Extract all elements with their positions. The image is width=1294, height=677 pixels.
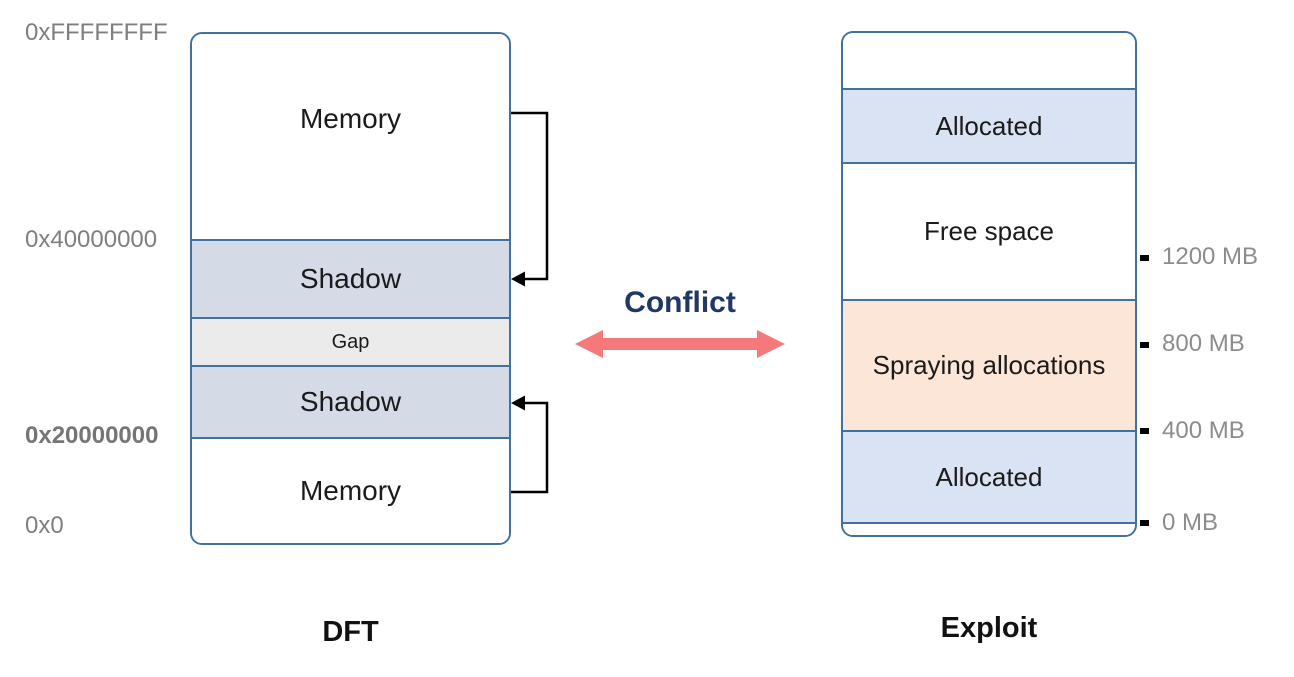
exploit-section-free-space-label: Free space (923, 216, 1055, 246)
scale-label-800mb: 800 MB (1162, 330, 1245, 357)
address-label-top: 0xFFFFFFFF (25, 19, 168, 46)
address-label-zero: 0x0 (25, 512, 64, 539)
dft-section-memory-low: Memory (192, 437, 509, 543)
scale-label-0mb: 0 MB (1162, 509, 1219, 536)
scale-label-1200mb: 1200 MB (1162, 243, 1259, 270)
address-label-shadow-top: 0x40000000 (25, 226, 158, 253)
conflict-double-arrow-icon (575, 330, 785, 358)
exploit-section-allocated-high: Allocated (843, 88, 1135, 162)
exploit-section-bottom-blank (843, 522, 1135, 535)
dft-section-shadow-high: Shadow (192, 239, 509, 317)
scale-tick-1200mb (1140, 255, 1149, 261)
exploit-section-allocated-low: Allocated (843, 430, 1135, 522)
dft-section-gap-label: Gap (331, 330, 370, 353)
exploit-caption: Exploit (940, 612, 1038, 644)
dft-section-gap: Gap (192, 317, 509, 365)
exploit-section-top-blank (843, 33, 1135, 88)
dft-section-memory-high: Memory (192, 34, 509, 239)
dft-section-shadow-low: Shadow (192, 365, 509, 437)
scale-tick-400mb (1140, 428, 1149, 434)
dft-section-shadow-high-label: Shadow (299, 263, 402, 294)
exploit-memory-map: Allocated Free space Spraying allocation… (841, 31, 1137, 537)
dft-section-memory-high-label: Memory (299, 102, 402, 134)
dft-memory-map: Memory Shadow Gap Shadow Memory (190, 32, 511, 545)
exploit-section-allocated-high-label: Allocated (935, 110, 1043, 141)
dft-section-shadow-low-label: Shadow (299, 386, 402, 417)
conflict-label: Conflict (624, 286, 736, 319)
address-label-shadow-bottom: 0x20000000 (25, 422, 159, 449)
exploit-section-allocated-low-label: Allocated (935, 461, 1043, 492)
scale-tick-800mb (1140, 342, 1149, 348)
dft-section-memory-low-label: Memory (299, 475, 402, 506)
scale-tick-0mb (1140, 520, 1149, 526)
scale-label-400mb: 400 MB (1162, 417, 1245, 444)
exploit-section-spraying-allocations: Spraying allocations (843, 299, 1135, 430)
dft-caption: DFT (322, 616, 379, 648)
exploit-section-spraying-allocations-label: Spraying allocations (872, 350, 1106, 380)
exploit-section-free-space: Free space (843, 162, 1135, 299)
